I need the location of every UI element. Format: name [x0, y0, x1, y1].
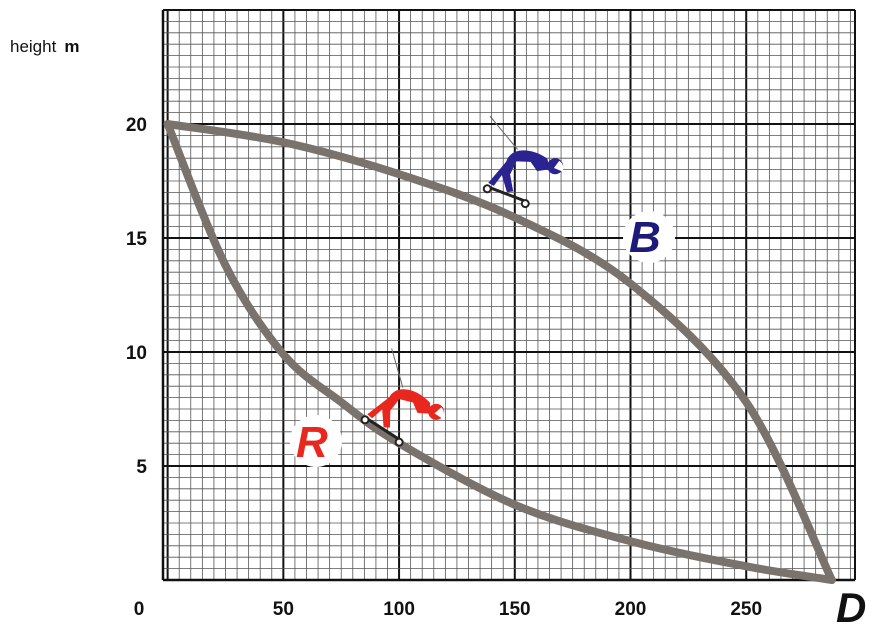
y-tick-label: 5 — [136, 457, 147, 478]
x-tick-label: 250 — [730, 599, 762, 620]
series-label-r: R — [296, 418, 328, 467]
series-label-b: B — [629, 213, 661, 262]
series-line-r — [163, 120, 836, 584]
x-tick-label: 150 — [499, 599, 531, 620]
x-tick-label: 200 — [615, 599, 647, 620]
series-line-b — [163, 120, 836, 584]
series-label-b-background — [623, 211, 675, 263]
red-skater-icon — [360, 348, 445, 447]
blue-skater-icon — [482, 115, 564, 209]
y-tick-label: 10 — [126, 343, 147, 364]
curves — [163, 120, 836, 584]
y-tick-label: 15 — [126, 229, 148, 250]
x-tick-label: 0 — [134, 599, 145, 620]
series-label-r-background — [290, 415, 342, 467]
x-tick-label: 50 — [273, 599, 294, 620]
y-tick-label: 20 — [126, 115, 147, 136]
y-axis-label-text: height — [10, 37, 57, 56]
y-axis-unit: m — [64, 37, 79, 56]
x-tick-label: 100 — [383, 599, 415, 620]
x-axis-label: D — [836, 584, 866, 627]
grid — [161, 9, 856, 582]
tick-labels: 0 50 100 150 200 250 5 10 15 20 — [126, 115, 762, 620]
